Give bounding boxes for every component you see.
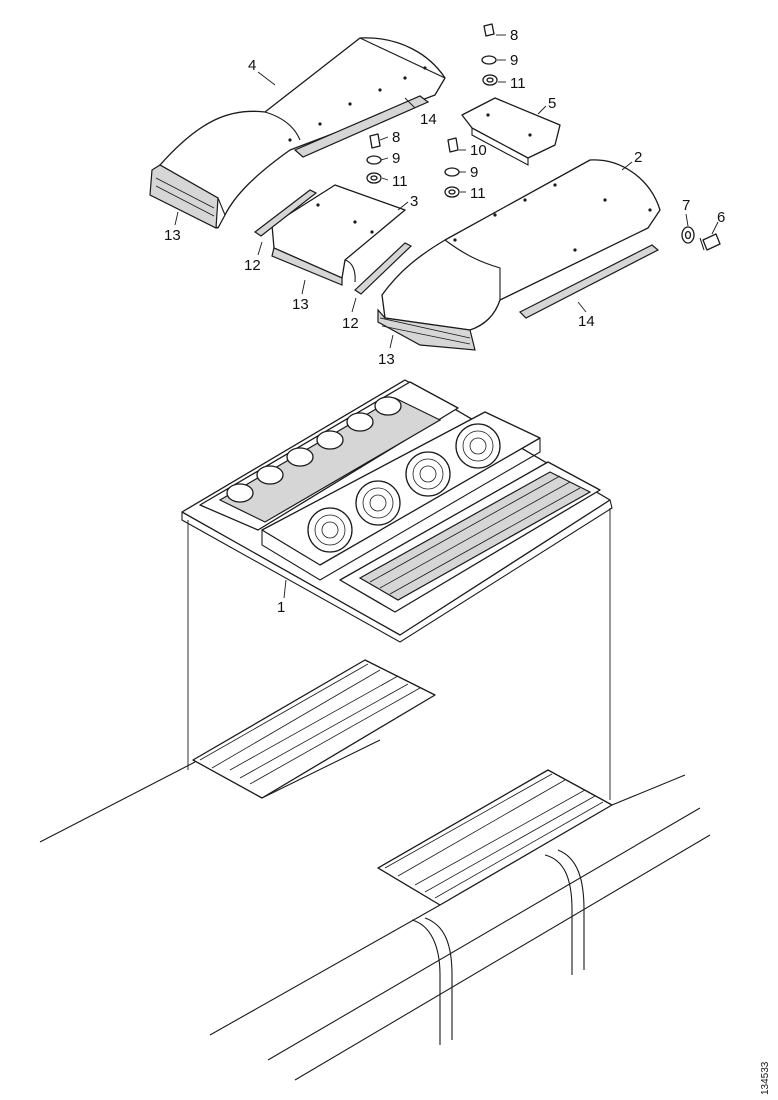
drawing-reference-number: 134533	[760, 1061, 771, 1095]
callout-11-top: 11	[510, 75, 526, 92]
roof-opening-right	[377, 769, 613, 906]
callout-13-left: 13	[164, 227, 181, 244]
callout-9-center: 9	[392, 150, 400, 167]
hardware-top-right	[481, 23, 498, 86]
callout-14-right: 14	[578, 313, 595, 330]
part-6-screw	[699, 233, 721, 251]
callout-6: 6	[717, 209, 725, 226]
callout-1: 1	[277, 599, 285, 616]
callout-12-left: 12	[244, 257, 261, 274]
callout-11-right: 11	[470, 185, 486, 202]
callout-13-center: 13	[292, 296, 309, 313]
callout-12-center: 12	[342, 315, 359, 332]
callout-10: 10	[470, 142, 487, 159]
hardware-right	[444, 137, 460, 198]
callout-9-top: 9	[510, 52, 518, 69]
callout-2: 2	[634, 149, 642, 166]
part-14-strip-right	[518, 244, 660, 319]
callout-14-left: 14	[420, 111, 437, 128]
callout-9-right: 9	[470, 164, 478, 181]
part-1-ac-unit	[181, 379, 613, 643]
callout-labels: 4 14 13 12 13 12 13 3 5 2 14 7 6 8 9 11 …	[164, 27, 725, 616]
callout-7: 7	[682, 197, 690, 214]
roof-opening-left	[192, 659, 436, 799]
vehicle-roof	[39, 739, 711, 1081]
part-14-strip-left	[293, 95, 430, 158]
part-4-left-cover	[149, 37, 446, 229]
callout-3: 3	[410, 193, 418, 210]
part-7-washer	[681, 226, 695, 244]
part-12-strip-b	[354, 242, 413, 295]
part-5-bracket	[461, 97, 561, 166]
callout-11-center: 11	[392, 173, 408, 190]
callout-5: 5	[548, 95, 556, 112]
callout-13-right: 13	[378, 351, 395, 368]
callout-8-center: 8	[392, 129, 400, 146]
part-3-center-cover	[271, 184, 406, 286]
part-2-right-cover	[377, 159, 661, 351]
evaporator-blowers	[226, 396, 402, 503]
hardware-center	[366, 133, 382, 184]
condenser-fans	[307, 423, 501, 553]
part-12-strip-a	[253, 189, 318, 237]
leader-lines	[174, 34, 719, 599]
callout-4: 4	[248, 57, 256, 74]
callout-8-top: 8	[510, 27, 518, 44]
alignment-lines	[187, 508, 611, 800]
